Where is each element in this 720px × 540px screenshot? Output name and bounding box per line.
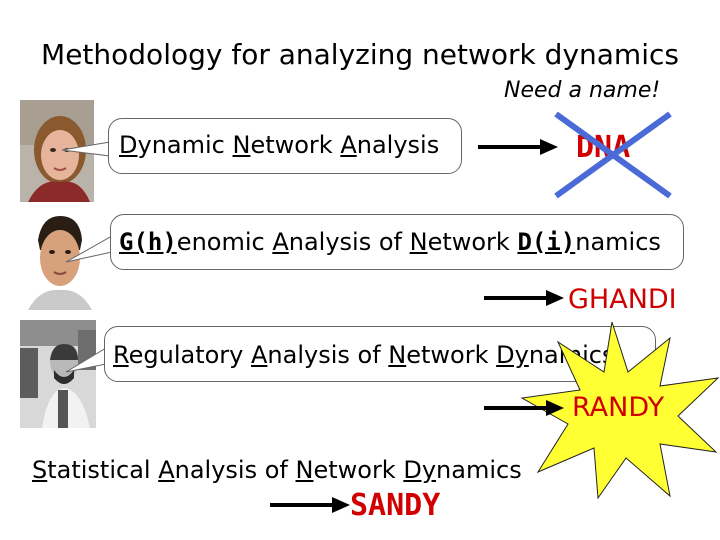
cross-out-icon bbox=[554, 111, 672, 199]
term-part: D bbox=[119, 131, 138, 159]
term-part: egulatory bbox=[128, 341, 251, 369]
term-part: R bbox=[113, 341, 129, 369]
term-part: ynamic bbox=[137, 131, 233, 159]
term-part: nalysis of bbox=[174, 456, 296, 484]
term-part: Dy bbox=[403, 456, 437, 484]
term-part: N bbox=[388, 341, 407, 369]
term-part: etwork bbox=[406, 341, 497, 369]
term-part: N bbox=[409, 228, 428, 256]
term-part: S bbox=[32, 456, 48, 484]
term-part: enomic bbox=[176, 228, 273, 256]
arrow-to-randy bbox=[484, 400, 564, 416]
acronym-sandy: SANDY bbox=[350, 488, 441, 523]
slide-title: Methodology for analyzing network dynami… bbox=[41, 38, 679, 71]
term-part: namics bbox=[575, 228, 661, 256]
term-text-dna: Dynamic Network Analysis bbox=[119, 131, 439, 159]
term-part: G(h) bbox=[119, 228, 177, 256]
term-part: A bbox=[340, 131, 357, 159]
term-part: D(i) bbox=[517, 228, 576, 256]
term-part: A bbox=[272, 228, 289, 256]
term-text-ghandi: G(h)enomic Analysis of Network D(i)namic… bbox=[119, 228, 661, 256]
photo-man-young bbox=[22, 210, 96, 310]
term-part: A bbox=[251, 341, 268, 369]
acronym-ghandi: GHANDI bbox=[568, 284, 677, 315]
term-part: N bbox=[232, 131, 251, 159]
term-part: A bbox=[158, 456, 175, 484]
starburst-shape bbox=[520, 321, 720, 500]
arrow-to-dna bbox=[478, 139, 558, 155]
slide-subtitle: Need a name! bbox=[504, 78, 661, 103]
term-text-sandy: Statistical Analysis of Network Dynamics bbox=[32, 456, 522, 484]
term-text-randy: Regulatory Analysis of Network Dynamics bbox=[113, 341, 614, 369]
photo-man-lab bbox=[20, 320, 96, 428]
term-part: nalysis of bbox=[288, 228, 410, 256]
term-part: namics bbox=[436, 456, 522, 484]
arrow-to-sandy bbox=[270, 497, 350, 513]
arrow-to-ghandi bbox=[484, 290, 564, 306]
term-bubble-ghandi: G(h)enomic Analysis of Network D(i)namic… bbox=[110, 214, 684, 270]
term-part: nalysis bbox=[356, 131, 440, 159]
term-part: etwork bbox=[313, 456, 404, 484]
term-part: nalysis of bbox=[267, 341, 389, 369]
term-part: N bbox=[295, 456, 314, 484]
acronym-randy: RANDY bbox=[572, 392, 665, 423]
term-part: tatistical bbox=[47, 456, 159, 484]
term-bubble-dna: Dynamic Network Analysis bbox=[108, 118, 462, 174]
term-part: etwork bbox=[427, 228, 518, 256]
term-part: Dy bbox=[496, 341, 529, 369]
term-part: etwork bbox=[250, 131, 341, 159]
